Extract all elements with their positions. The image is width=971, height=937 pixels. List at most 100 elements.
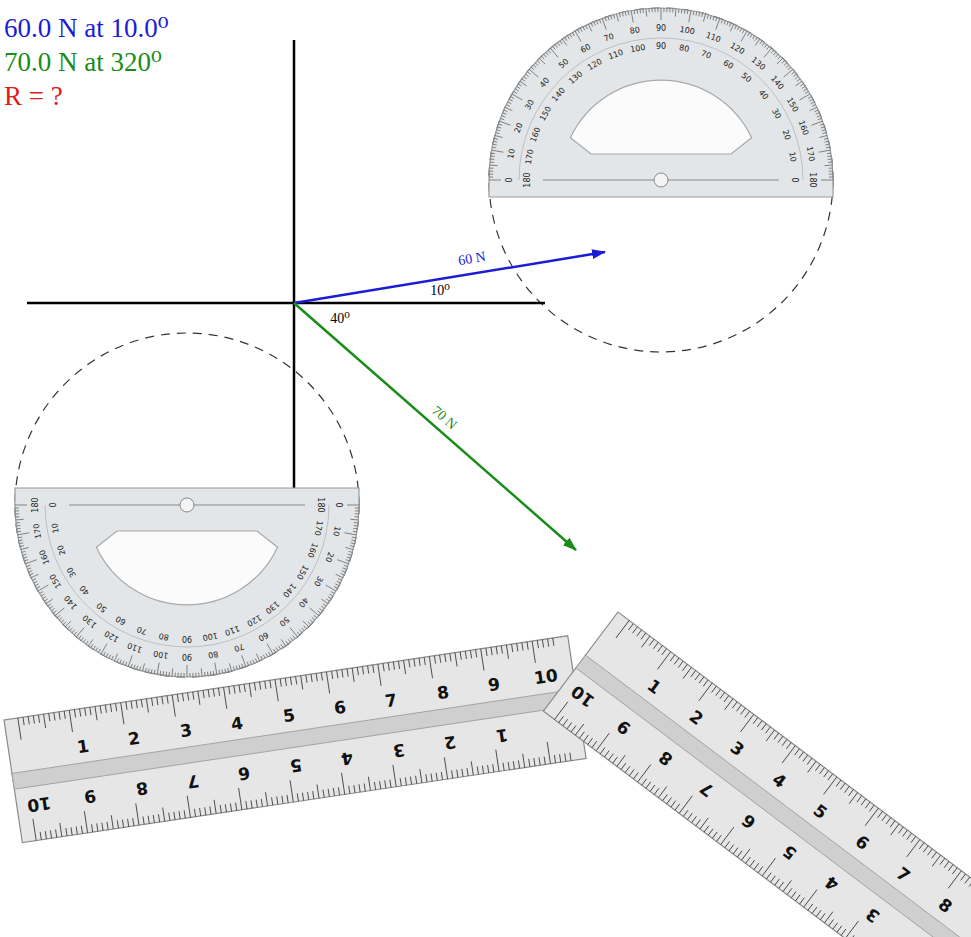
protractor-tick <box>140 666 141 670</box>
protractor-tick <box>323 604 326 606</box>
ruler-tick <box>177 694 178 702</box>
protractor-tick <box>338 579 342 581</box>
ruler-tick <box>961 874 966 880</box>
protractor-tick <box>811 102 815 104</box>
ruler-tick <box>141 699 142 707</box>
ruler-tick <box>471 761 473 775</box>
ruler-tick <box>658 787 666 798</box>
protractor-scale-number: 60 <box>721 59 734 71</box>
protractor-tick <box>350 519 358 521</box>
ruler-tick <box>782 746 795 764</box>
protractor-tick <box>792 72 795 75</box>
protractor-tick <box>180 673 181 677</box>
ruler-tick <box>940 858 945 864</box>
ruler-tick <box>179 811 180 819</box>
ruler-tick <box>663 794 668 800</box>
protractor-tick <box>654 8 655 12</box>
protractor-tick <box>506 105 510 107</box>
protractor-tick <box>55 608 64 616</box>
ruler-tick <box>712 686 717 692</box>
ruler <box>543 612 971 937</box>
protractor-tick <box>591 23 593 27</box>
ruler-tick <box>518 760 519 768</box>
protractor-tick <box>40 592 43 594</box>
ruler-tick <box>783 880 791 891</box>
protractor-tick <box>764 44 766 47</box>
ruler-tick <box>861 799 866 805</box>
ruler-tick <box>182 693 183 701</box>
ruler-tick <box>445 654 446 662</box>
protractor-tick <box>215 663 217 675</box>
ruler-scale-number: 8 <box>134 779 148 798</box>
ruler-tick <box>169 813 170 821</box>
protractor-scale-number: 90 <box>656 43 666 51</box>
protractor-scale-number: 50 <box>557 58 570 71</box>
ruler-tick <box>333 788 334 796</box>
protractor-tick <box>489 170 493 171</box>
protractor-tick <box>207 672 208 676</box>
protractor-tick <box>490 165 498 167</box>
ruler-tick <box>56 830 57 838</box>
ruler-tick <box>613 757 618 763</box>
protractor-tick <box>802 86 805 88</box>
protractor-scale-number: 130 <box>567 70 584 86</box>
protractor-tick <box>710 16 711 20</box>
protractor-tick <box>826 147 830 149</box>
ruler-tick <box>244 684 245 692</box>
protractor-scale-number: 40 <box>757 88 770 101</box>
protractor-scale-number: 50 <box>278 614 291 627</box>
ruler-tick <box>637 630 642 636</box>
protractor-tick <box>821 180 833 181</box>
protractor-tick <box>828 159 832 160</box>
ruler-tick <box>704 826 709 832</box>
ruler-tick <box>254 683 255 691</box>
ruler-tick <box>548 639 549 647</box>
protractor-scale-number: 10 <box>507 148 517 159</box>
ruler-tick <box>678 661 683 667</box>
ruler-scale-number: 5 <box>281 707 295 726</box>
protractor-scale-number: 140 <box>551 86 567 103</box>
protractor-scale-number: 40 <box>79 584 92 597</box>
ruler-tick <box>513 761 514 769</box>
protractor-tick <box>800 84 803 86</box>
protractor-tick <box>166 672 167 676</box>
protractor-tick <box>822 133 826 134</box>
protractor-tick <box>276 647 278 650</box>
ruler-tick <box>563 719 568 725</box>
ruler-tick <box>869 805 874 811</box>
ruler-tick <box>316 673 317 681</box>
ruler-tick <box>952 868 957 874</box>
protractor-tick <box>253 660 255 664</box>
ruler-tick <box>287 795 288 803</box>
ruler-tick <box>49 713 50 721</box>
protractor-tick <box>239 665 240 669</box>
ruler-tick <box>653 642 658 648</box>
ruler-scale-number: 10 <box>568 682 597 710</box>
ruler-tick <box>167 696 168 704</box>
ruler-tick <box>746 857 751 863</box>
protractor-tick <box>727 22 729 26</box>
ruler-tick <box>642 779 647 785</box>
ruler-tick <box>570 753 571 761</box>
ruler-tick <box>92 824 93 832</box>
protractor-tick <box>22 551 26 552</box>
protractor-tick <box>735 25 737 29</box>
protractor-tick <box>803 89 806 91</box>
ruler-tick <box>616 620 629 638</box>
ruler-tick <box>225 804 226 812</box>
ruler-tick <box>891 824 899 835</box>
protractor-tick <box>810 107 817 110</box>
protractor-tick <box>829 173 833 174</box>
ruler-tick <box>69 710 72 732</box>
protractor-tick <box>177 673 178 677</box>
ruler-tick <box>246 801 247 809</box>
ruler-tick <box>285 678 286 686</box>
protractor-tick <box>795 76 798 78</box>
ruler-tick <box>529 759 530 767</box>
protractor-tick <box>79 636 82 639</box>
protractor-tick <box>261 656 263 660</box>
protractor-tick <box>491 156 495 158</box>
ruler-tick <box>143 817 144 825</box>
protractor-tick <box>771 50 774 53</box>
protractor-tick <box>310 608 319 616</box>
